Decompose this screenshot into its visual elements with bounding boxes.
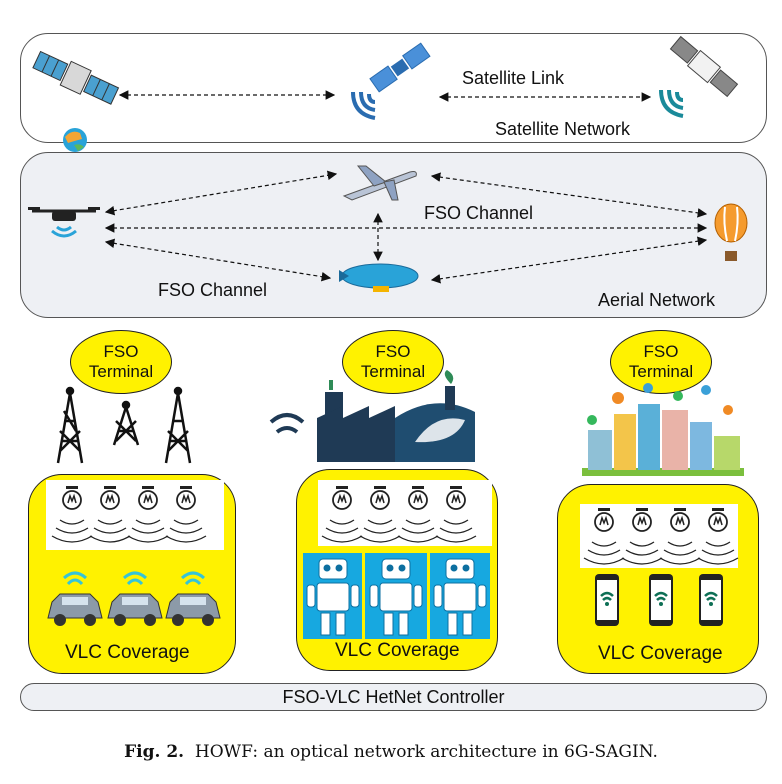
light-bulb-icon xyxy=(51,486,93,543)
vlc-coverage-label-right: VLC Coverage xyxy=(598,643,723,664)
light-bulb-icon xyxy=(321,486,363,543)
light-bulb-icon xyxy=(89,486,131,543)
drone-icon xyxy=(28,207,100,238)
terminal-line1: FSO xyxy=(643,342,679,361)
light-bulb-icon xyxy=(659,508,701,565)
caption-text: HOWF: an optical network architecture in… xyxy=(194,742,658,762)
smart-city-icon xyxy=(582,383,744,476)
vlc-coverage-label-left: VLC Coverage xyxy=(65,642,190,663)
terminal-line2: Terminal xyxy=(360,362,426,381)
satellite-center-icon xyxy=(351,42,431,120)
light-bulb-icon xyxy=(435,486,477,543)
fso-terminal-left: FSO Terminal xyxy=(70,330,172,394)
terminal-line2: Terminal xyxy=(88,362,154,381)
caption-number: Fig. 2. xyxy=(124,742,185,762)
car-icons xyxy=(47,571,222,628)
hetnet-controller-bar: FSO-VLC HetNet Controller xyxy=(20,683,767,711)
satellite-right-icon xyxy=(659,35,739,118)
terminal-line2: Terminal xyxy=(628,362,694,381)
light-bulb-icon xyxy=(359,486,401,543)
light-bulb-icon xyxy=(621,508,663,565)
fso-terminal-center: FSO Terminal xyxy=(342,330,444,394)
globe-icon xyxy=(63,128,87,152)
terminal-line1: FSO xyxy=(103,342,139,361)
aerial-network-label: Aerial Network xyxy=(598,290,716,310)
controller-label: FSO-VLC HetNet Controller xyxy=(282,686,505,707)
satellite-link-label: Satellite Link xyxy=(462,68,565,88)
light-bulb-icon xyxy=(697,508,739,565)
satellite-network-panel xyxy=(20,33,767,143)
fso-terminal-right: FSO Terminal xyxy=(610,330,712,394)
light-bulb-icon xyxy=(165,486,207,543)
cell-tower-icons xyxy=(56,386,192,464)
terminal-line1: FSO xyxy=(375,342,411,361)
satellite-network-label: Satellite Network xyxy=(495,119,631,139)
fso-channel-arrows xyxy=(104,170,708,284)
vlc-coverage-label-center: VLC Coverage xyxy=(335,640,460,661)
vlc-lights-panel-center xyxy=(318,480,492,546)
satellite-link-arrows xyxy=(118,90,652,102)
fso-channel-label-top: FSO Channel xyxy=(424,203,534,223)
smartphone-icons xyxy=(595,572,725,628)
satellite-left-icon xyxy=(32,50,120,105)
light-bulb-icon xyxy=(127,486,169,543)
figure-caption: Fig. 2. HOWF: an optical network archite… xyxy=(0,742,782,762)
balloon-icon xyxy=(714,203,748,261)
factory-icon xyxy=(269,370,475,462)
airplane-icon xyxy=(342,165,417,201)
airship-icon xyxy=(339,263,419,292)
fso-channel-label-bottom: FSO Channel xyxy=(158,280,268,300)
robot-icons xyxy=(306,558,487,636)
light-bulb-icon xyxy=(583,508,625,565)
light-bulb-icon xyxy=(397,486,439,543)
light-bulb-icons xyxy=(51,486,739,565)
